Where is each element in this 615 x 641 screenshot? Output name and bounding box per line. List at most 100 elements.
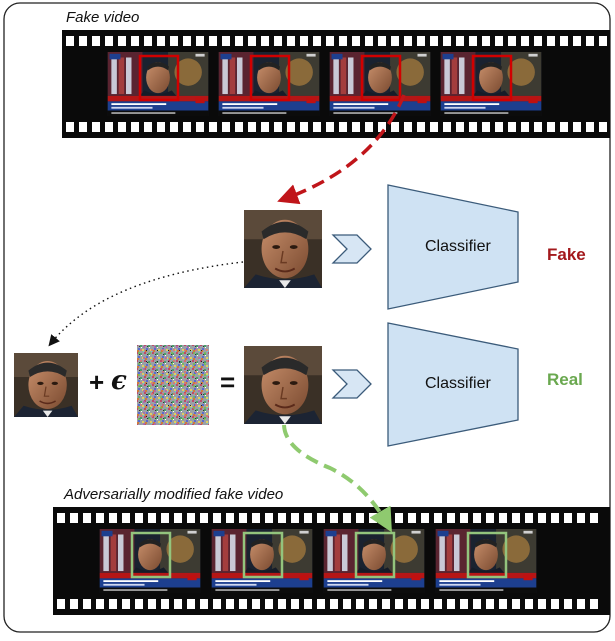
equals-sign: = bbox=[220, 367, 236, 397]
sprocket-hole bbox=[486, 599, 494, 609]
sprocket-hole bbox=[447, 513, 455, 523]
sprocket-hole bbox=[187, 513, 195, 523]
sprocket-hole bbox=[317, 599, 325, 609]
sprocket-hole bbox=[83, 599, 91, 609]
sprocket-hole bbox=[521, 122, 529, 132]
sprocket-hole bbox=[469, 36, 477, 46]
sprocket-hole bbox=[391, 36, 399, 46]
video-frame bbox=[329, 52, 431, 116]
sprocket-hole bbox=[92, 36, 100, 46]
epsilon-sign: ϵ bbox=[111, 366, 127, 396]
top-film-strip bbox=[62, 30, 610, 138]
sprocket-hole bbox=[79, 36, 87, 46]
sprocket-hole bbox=[365, 36, 373, 46]
sprocket-hole bbox=[213, 599, 221, 609]
sprocket-hole bbox=[313, 122, 321, 132]
face-bounding-box bbox=[138, 54, 180, 102]
sprocket-hole bbox=[148, 513, 156, 523]
sprocket-hole bbox=[222, 36, 230, 46]
sprocket-hole bbox=[96, 513, 104, 523]
sprocket-hole bbox=[547, 36, 555, 46]
sprocket-hole bbox=[131, 36, 139, 46]
sprocket-hole bbox=[378, 36, 386, 46]
sprocket-hole bbox=[287, 122, 295, 132]
sprocket-hole bbox=[157, 36, 165, 46]
sprocket-hole bbox=[404, 36, 412, 46]
sprocket-hole bbox=[326, 36, 334, 46]
sprocket-hole bbox=[122, 599, 130, 609]
sprocket-hole bbox=[313, 36, 321, 46]
sprocket-hole bbox=[573, 36, 581, 46]
sprocket-hole bbox=[265, 513, 273, 523]
face-crop-adversarial bbox=[244, 345, 322, 425]
classifier-label-bottom: Classifier bbox=[425, 375, 491, 392]
sprocket-hole bbox=[339, 122, 347, 132]
sprocket-hole bbox=[534, 36, 542, 46]
sprocket-hole bbox=[226, 513, 234, 523]
verdict-real: Real bbox=[547, 370, 583, 389]
classifier-top bbox=[387, 184, 519, 310]
sprocket-hole bbox=[209, 122, 217, 132]
sprocket-hole bbox=[512, 513, 520, 523]
sprocket-hole bbox=[252, 599, 260, 609]
noise-perturbation bbox=[137, 345, 209, 425]
sprocket-hole bbox=[434, 513, 442, 523]
sprocket-hole bbox=[508, 122, 516, 132]
sprocket-hole bbox=[235, 122, 243, 132]
face-crop-input bbox=[14, 352, 78, 418]
sprocket-hole bbox=[586, 36, 594, 46]
sprocket-hole bbox=[170, 122, 178, 132]
sprocket-hole bbox=[564, 599, 572, 609]
sprocket-hole bbox=[369, 513, 377, 523]
sprocket-hole bbox=[352, 36, 360, 46]
sprocket-hole bbox=[200, 513, 208, 523]
sprocket-hole bbox=[434, 599, 442, 609]
face-bounding-box bbox=[354, 531, 396, 579]
sprocket-hole bbox=[122, 513, 130, 523]
sprocket-hole bbox=[560, 122, 568, 132]
sprocket-hole bbox=[330, 599, 338, 609]
sprocket-hole bbox=[274, 122, 282, 132]
sprocket-hole bbox=[330, 513, 338, 523]
video-frame bbox=[435, 529, 537, 593]
sprocket-hole bbox=[274, 36, 282, 46]
sprocket-hole bbox=[508, 36, 516, 46]
sprocket-hole bbox=[248, 36, 256, 46]
sprocket-hole bbox=[343, 513, 351, 523]
video-frame bbox=[323, 529, 425, 593]
sprocket-hole bbox=[430, 122, 438, 132]
sprocket-hole bbox=[391, 122, 399, 132]
sprocket-hole bbox=[278, 599, 286, 609]
sprocket-hole bbox=[105, 36, 113, 46]
sprocket-hole bbox=[174, 513, 182, 523]
sprocket-hole bbox=[573, 122, 581, 132]
sprocket-hole bbox=[300, 122, 308, 132]
sprocket-hole bbox=[417, 122, 425, 132]
sprocket-hole bbox=[482, 36, 490, 46]
verdict-fake: Fake bbox=[547, 245, 586, 264]
sprocket-hole bbox=[365, 122, 373, 132]
sprocket-hole bbox=[287, 36, 295, 46]
sprocket-hole bbox=[57, 599, 65, 609]
sprocket-hole bbox=[369, 599, 377, 609]
sprocket-hole bbox=[144, 36, 152, 46]
sprocket-hole bbox=[356, 599, 364, 609]
sprocket-hole bbox=[109, 513, 117, 523]
sprocket-hole bbox=[222, 122, 230, 132]
green-dashed-arrow bbox=[282, 424, 392, 533]
sprocket-hole bbox=[473, 599, 481, 609]
sprocket-hole bbox=[417, 36, 425, 46]
sprocket-hole bbox=[326, 122, 334, 132]
sprocket-hole bbox=[239, 599, 247, 609]
sprocket-hole bbox=[83, 513, 91, 523]
sprocket-hole bbox=[339, 36, 347, 46]
sprocket-hole bbox=[495, 122, 503, 132]
sprocket-hole bbox=[226, 599, 234, 609]
sprocket-hole bbox=[404, 122, 412, 132]
sprocket-hole bbox=[105, 122, 113, 132]
sprocket-hole bbox=[599, 122, 607, 132]
sprocket-hole bbox=[148, 599, 156, 609]
sprocket-hole bbox=[430, 36, 438, 46]
sprocket-hole bbox=[304, 599, 312, 609]
